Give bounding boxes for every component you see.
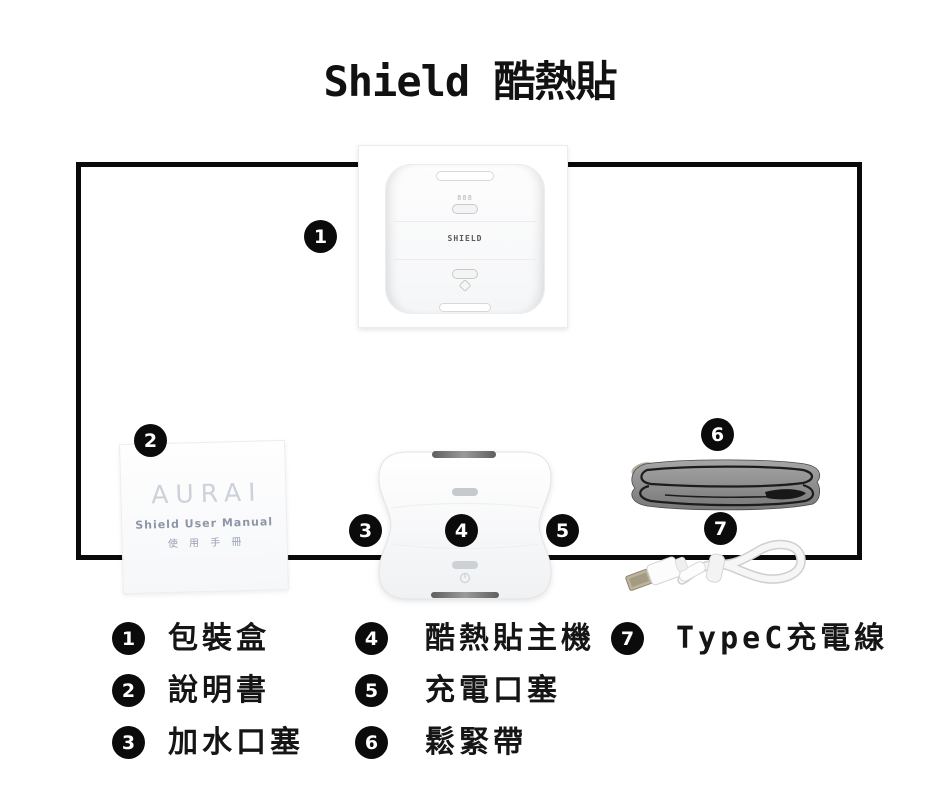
legend-label-4: 酷熱貼主機 (425, 621, 595, 656)
device-seam-line (394, 221, 536, 222)
legend-item-2: 2 說明書 (112, 674, 270, 707)
callout-badge-1: 1 (304, 220, 337, 253)
display-icon: 888 (457, 194, 473, 202)
usb-a-connector (625, 556, 688, 591)
box-hang-slot (436, 171, 494, 181)
manual-brand-logo: AURAI (150, 477, 263, 510)
cable-collar (705, 553, 726, 583)
legend-item-7: 7 TypeC充電線 (611, 622, 888, 655)
legend-label-5: 充電口塞 (425, 673, 561, 708)
cable-typec-plug (678, 561, 706, 582)
legend-item-4: 4 酷熱貼主機 (355, 622, 595, 655)
device-brand-label: SHIELD (447, 234, 483, 243)
legend-label-6: 鬆緊帶 (425, 725, 527, 760)
callout-badge-2: 2 (134, 424, 167, 457)
unit-top-slot (432, 451, 496, 458)
callout-badge-3: 3 (349, 514, 382, 547)
band-buckle-patch (765, 489, 806, 500)
packaging-box-image: 888 SHIELD (358, 145, 568, 328)
boxed-device-image: 888 SHIELD (385, 164, 545, 314)
box-bottom-slot (439, 303, 491, 312)
manual-title-en: Shield User Manual (135, 515, 274, 532)
power-icon (458, 279, 472, 292)
user-manual-image: AURAI Shield User Manual 使 用 手 冊 (119, 439, 289, 595)
legend-item-1: 1 包裝盒 (112, 622, 270, 655)
manual-title-zh: 使 用 手 冊 (167, 536, 246, 550)
legend-label-2: 說明書 (168, 673, 270, 708)
legend-badge-5: 5 (355, 674, 388, 707)
legend-label-3: 加水口塞 (168, 725, 304, 760)
legend-badge-2: 2 (112, 674, 145, 707)
legend-badge-6: 6 (355, 726, 388, 759)
callout-badge-5: 5 (546, 514, 579, 547)
callout-badge-4: 4 (445, 514, 478, 547)
device-seam-line (394, 259, 536, 260)
callout-badge-6: 6 (701, 418, 734, 451)
legend-badge-1: 1 (112, 622, 145, 655)
legend-badge-7: 7 (611, 622, 644, 655)
typec-cable-image (625, 539, 806, 591)
legend-item-5: 5 充電口塞 (355, 674, 561, 707)
unit-bottom-slot (431, 592, 499, 598)
legend-item-6: 6 鬆緊帶 (355, 726, 527, 759)
legend-badge-3: 3 (112, 726, 145, 759)
water-port-slot (452, 204, 478, 214)
legend-label-1: 包裝盒 (168, 621, 270, 656)
unit-upper-oval (452, 488, 478, 496)
legend-badge-4: 4 (355, 622, 388, 655)
legend-label-7: TypeC充電線 (676, 621, 889, 656)
elastic-band-image (631, 459, 821, 511)
unit-power-button (459, 572, 471, 584)
charge-port-slot (452, 269, 478, 279)
callout-badge-7: 7 (704, 512, 737, 545)
unit-lower-oval (452, 561, 478, 569)
page-title: Shield 酷熱貼 (323, 57, 617, 106)
legend-item-3: 3 加水口塞 (112, 726, 304, 759)
